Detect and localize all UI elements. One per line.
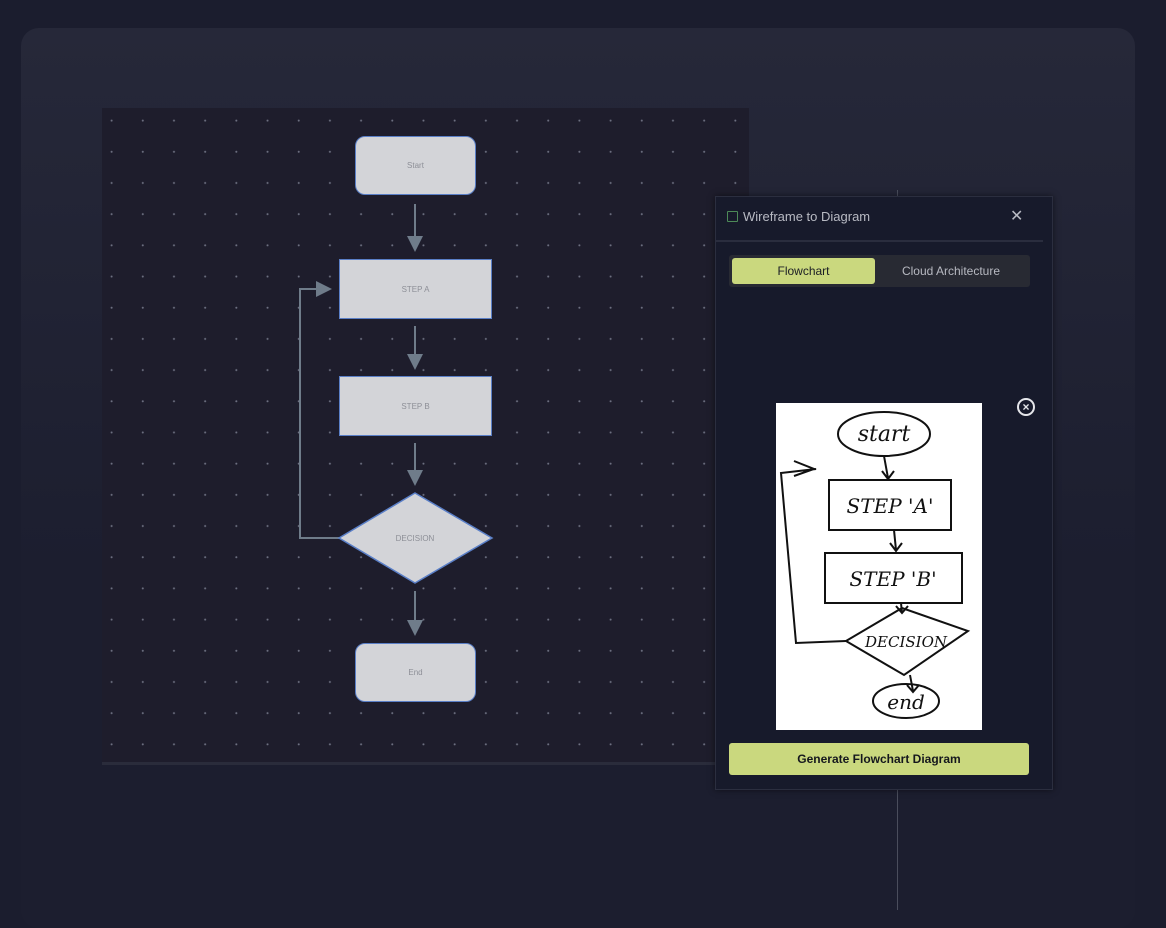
tab-cloud-architecture[interactable]: Cloud Architecture [901,264,1001,278]
tab-flowchart[interactable]: Flowchart [732,258,875,284]
decision-node [337,492,494,584]
arrow-loop-back [299,281,339,539]
connectors: DECISION [299,204,494,636]
uploaded-sketch-image: start STEP 'A' STEP 'B' DECISION end [776,403,982,730]
wireframe-to-diagram-panel: Wireframe to Diagram ✕ Flowchart Cloud A… [715,196,1053,790]
generate-diagram-button[interactable]: Generate Flowchart Diagram [729,743,1029,775]
step-b-node[interactable]: STEP B [339,376,492,436]
svg-text:DECISION: DECISION [864,633,948,651]
svg-text:start: start [858,422,911,447]
node-label: STEP B [401,401,430,411]
remove-image-icon[interactable]: × [1017,398,1035,416]
panel-title: Wireframe to Diagram [743,209,871,224]
decision-label: DECISION [396,534,435,543]
sketch-drawing: start STEP 'A' STEP 'B' DECISION end [779,411,971,719]
image-icon [727,211,738,222]
divider [716,240,1043,242]
node-label: End [408,668,423,677]
svg-text:STEP 'A': STEP 'A' [847,494,934,518]
end-node[interactable]: End [355,643,476,702]
svg-text:STEP 'B': STEP 'B' [849,567,936,591]
close-icon[interactable]: ✕ [1010,208,1024,225]
diagram-canvas[interactable]: DECISION Start STEP A STEP B End [102,108,749,762]
svg-text:end: end [887,690,925,714]
step-a-node[interactable]: STEP A [339,259,492,319]
start-node[interactable]: Start [355,136,476,195]
node-label: Start [407,161,424,170]
node-label: STEP A [401,284,430,294]
diagram-type-tabs: Flowchart Cloud Architecture [729,255,1030,287]
